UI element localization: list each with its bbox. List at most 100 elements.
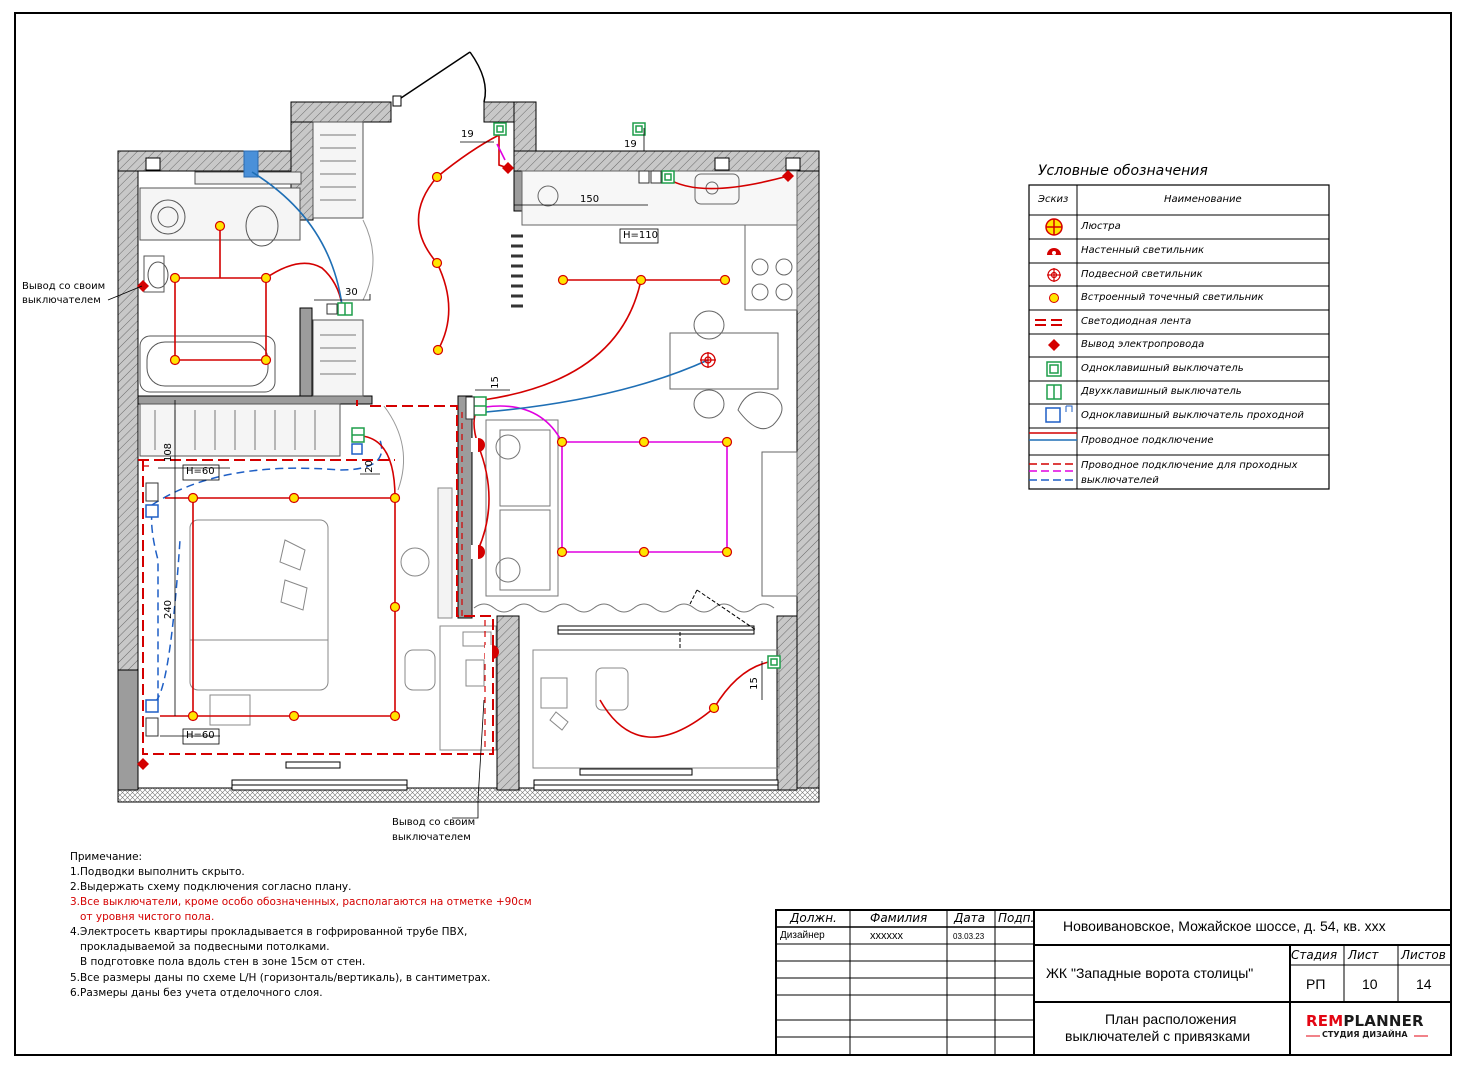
dim-150: 150 (580, 194, 600, 205)
legend-item-passthrough-wire-1: Проводное подключение для проходных (1081, 460, 1298, 471)
legend-title: Условные обозначения (1038, 163, 1208, 179)
entrance-door (394, 51, 487, 103)
tb-role: Дизайнер (780, 930, 825, 941)
tb-address: Новоивановское, Можайское шоссе, д. 54, … (1063, 918, 1386, 934)
legend-item-outlet: Вывод электропровода (1081, 339, 1205, 350)
outlet-label-bottom-2: выключателем (392, 832, 471, 843)
passthrough-switch-icon (1045, 405, 1073, 423)
note-4a: 4.Электросеть квартиры прокладывается в … (70, 926, 468, 938)
spotlights (169, 171, 733, 722)
note-3b: от уровня чистого пола. (80, 911, 215, 923)
legend-col-name: Наименование (1164, 194, 1242, 205)
led-strip-bedroom (138, 400, 494, 755)
spotlight (288, 492, 300, 504)
balcony-door (679, 589, 757, 650)
dim-108: 108 (163, 442, 175, 463)
spotlight (556, 546, 568, 558)
dim-30: 30 (345, 287, 358, 298)
tb-header-sheets: Листов (1401, 948, 1446, 962)
dim-h110: H=110 (623, 230, 658, 241)
spotlight (169, 354, 181, 366)
legend-item-chandelier: Люстра (1081, 221, 1121, 232)
notes-title: Примечание: (70, 851, 143, 863)
dim-240: 240 (163, 599, 175, 620)
entrance-door-leaf (392, 95, 402, 107)
logo-rem: REM (1306, 1012, 1344, 1030)
wall-lamps (471, 438, 499, 659)
inner-doors (362, 219, 404, 491)
passthrough-wire-icon (1029, 463, 1077, 481)
pendant-lamp-icon (700, 352, 716, 368)
spotlight (389, 710, 401, 722)
legend-table (1028, 184, 1330, 490)
kitchen-vent-grill (511, 234, 523, 308)
spotlight-icon (1049, 293, 1059, 303)
note-4b: прокладываемой за подвесными потолками. (80, 941, 330, 953)
note-6: 6.Размеры даны без учета отделочного сло… (70, 987, 323, 999)
tb-sheet: 10 (1362, 976, 1378, 992)
sockets (145, 170, 662, 737)
wall-lamp-icon (1047, 248, 1061, 255)
wire-outlet-icon (502, 162, 514, 174)
tb-header-position: Должн. (790, 911, 837, 925)
legend-symbols (1029, 218, 1077, 481)
legend-col-sketch: Эскиз (1038, 194, 1069, 205)
spotlight (389, 492, 401, 504)
spotlight (432, 344, 444, 356)
wall-study-left (496, 615, 520, 791)
wire-outlet-icon (782, 170, 794, 182)
tb-surname: xxxxxx (870, 930, 903, 942)
spotlight (638, 436, 650, 448)
remplanner-logo: REMPLANNER (1306, 1012, 1424, 1030)
spotlight (389, 601, 401, 613)
spotlight (431, 257, 443, 269)
spotlight (260, 354, 272, 366)
dim-19-entrance: 19 (461, 129, 474, 140)
tb-sheets: 14 (1416, 976, 1432, 992)
tb-header-date: Дата (954, 911, 986, 925)
note-2: 2.Выдержать схему подключения согласно п… (70, 881, 352, 893)
passthrough-wiring (150, 439, 383, 703)
wall-bottom (117, 787, 820, 803)
wire-outlet-icon (1048, 339, 1060, 351)
title-block-grid (775, 909, 1452, 1056)
bedroom-furniture (189, 487, 497, 751)
legend-item-pendant: Подвесной светильник (1081, 269, 1203, 280)
pendant-lamp-icon (1047, 268, 1061, 282)
outlet-label-bottom-1: Вывод со своим (392, 817, 476, 828)
passthrough-switch-icon (145, 699, 159, 713)
chandelier-icon (1045, 218, 1063, 236)
spotlight (187, 492, 199, 504)
tb-drawing-title-1: План расположения (1105, 1011, 1237, 1027)
spotlight (708, 702, 720, 714)
legend-item-wall-lamp: Настенный светильник (1081, 245, 1205, 256)
legend-item-led: Светодиодная лента (1081, 316, 1192, 327)
legend-item-single-switch: Одноклавишный выключатель (1081, 363, 1244, 374)
dim-20: 20 (363, 460, 375, 473)
wall-right (796, 170, 820, 791)
single-switch-icon (1046, 361, 1062, 377)
switches-green (337, 122, 781, 669)
note-5: 5.Все размеры даны по схеме L/H (горизон… (70, 972, 491, 984)
kitchen-fixtures (521, 170, 798, 597)
study-furniture (532, 649, 780, 769)
outlet-label-left-2: выключателем (22, 295, 101, 306)
double-switch-icon (1046, 384, 1062, 400)
tb-header-sign: Подп. (998, 911, 1035, 925)
tb-header-sheet: Лист (1348, 948, 1379, 962)
wire-outlets (137, 162, 794, 770)
wall-study-right (776, 615, 798, 791)
tb-stage: РП (1306, 976, 1326, 992)
note-3a: 3.Все выключатели, кроме особо обозначен… (70, 896, 532, 908)
switches-blue (145, 443, 363, 713)
spotlight (288, 710, 300, 722)
dim-15-study: 15 (748, 677, 760, 690)
led-strip-icon (1035, 319, 1062, 326)
wardrobe-hangers (154, 134, 356, 450)
spotlight (635, 274, 647, 286)
dim-19-kitchen: 19 (624, 139, 637, 150)
wall-bedroom-right (457, 395, 473, 619)
led-strip-bedroom-inner (143, 412, 486, 750)
legend-item-spot: Встроенный точечный светильник (1081, 292, 1264, 303)
note-4c: В подготовке пола вдоль стен в зоне 15см… (80, 956, 366, 968)
